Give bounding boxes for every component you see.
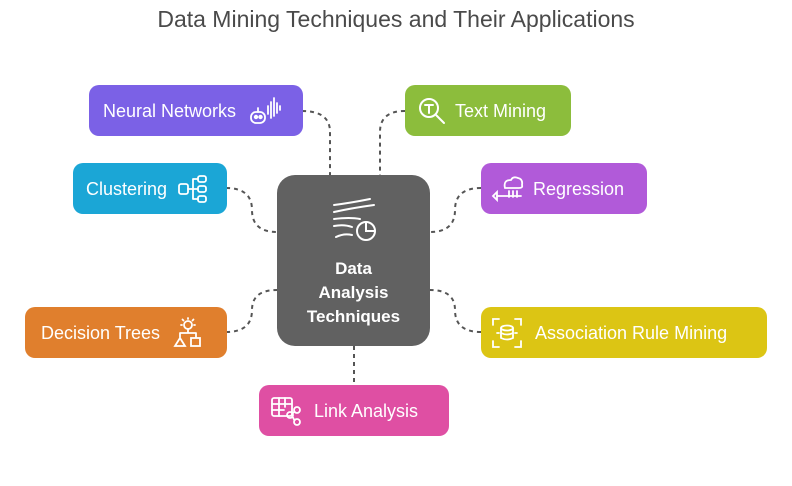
node-link-analysis: Link Analysis (259, 385, 449, 436)
node-neural-networks: Neural Networks (89, 85, 303, 136)
node-link-analysis-label: Link Analysis (314, 400, 419, 421)
cluster-icon (178, 174, 207, 203)
center-label-line-3: Techniques (306, 307, 401, 326)
center-label-line-1: Data (335, 259, 372, 278)
node-regression-label: Regression (533, 178, 625, 199)
analytics-icon (332, 198, 376, 241)
regression-icon (491, 175, 524, 202)
node-clustering-label: Clustering (86, 178, 168, 199)
center-label-line-2: Analysis (318, 283, 389, 302)
node-association-rule-mining: Association Rule Mining (481, 307, 767, 358)
node-text-mining-label: Text Mining (455, 100, 547, 121)
node-association-rule-mining-label: Association Rule Mining (535, 322, 728, 343)
node-neural-networks-label: Neural Networks (103, 100, 237, 121)
node-text-mining: Text Mining (405, 85, 571, 136)
association-icon (492, 317, 522, 348)
node-decision-trees: Decision Trees (25, 307, 227, 358)
node-clustering: Clustering (73, 163, 227, 214)
center-node: Data Analysis Techniques (277, 175, 430, 346)
node-decision-trees-label: Decision Trees (41, 322, 161, 343)
link-analysis-icon (271, 396, 301, 426)
decision-tree-icon (173, 316, 201, 347)
text-search-icon (419, 97, 445, 124)
node-regression: Regression (481, 163, 647, 214)
diagram-title: Data Mining Techniques and Their Applica… (157, 6, 635, 32)
robot-icon (250, 96, 281, 124)
